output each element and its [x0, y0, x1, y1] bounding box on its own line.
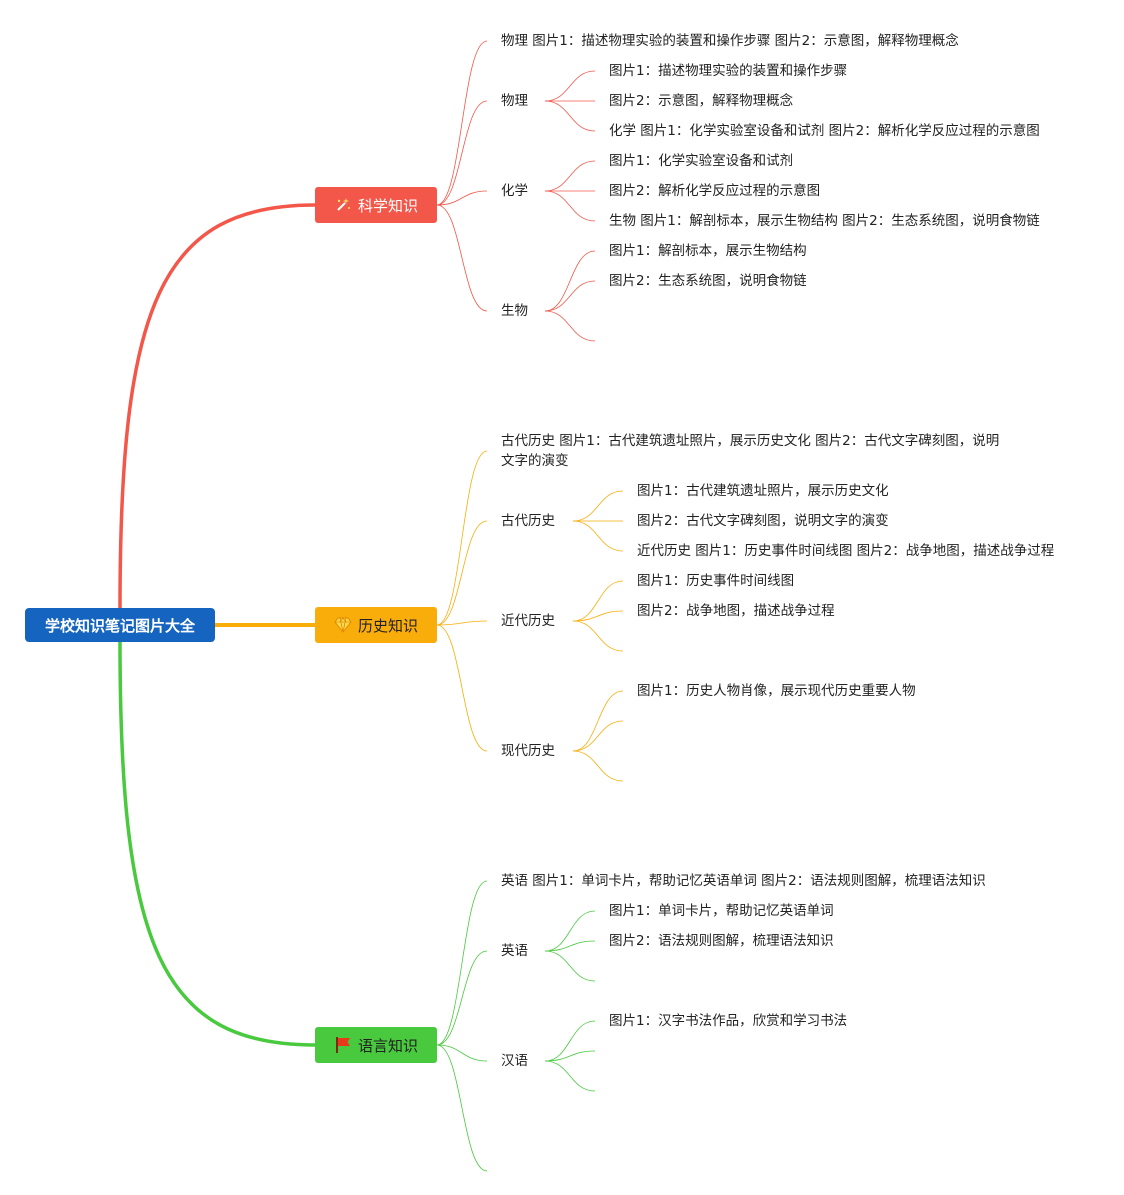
english-edge-0: [544, 910, 596, 952]
root-to-science-line: [118, 203, 316, 609]
category-science-label: 科学知识: [357, 196, 418, 215]
leaf-ancient-2[interactable]: 图片2：古代文字碑刻图，说明文字的演变: [637, 513, 889, 529]
leaf-ancient-3[interactable]: 近代历史 图片1：历史事件时间线图 图片2：战争地图，描述战争过程: [637, 543, 1055, 559]
leaf-contemporary-1[interactable]: 图片1：历史人物肖像，展示现代历史重要人物: [637, 683, 916, 699]
science-edge-2: [436, 190, 488, 206]
category-history[interactable]: 历史知识: [315, 607, 437, 643]
language-edge-2: [436, 1044, 488, 1062]
contemporary-edge-2: [572, 750, 624, 782]
science-edge-3: [436, 204, 488, 312]
chemistry-edge-2: [544, 190, 596, 222]
leaf-modern-2[interactable]: 图片2：战争地图，描述战争过程: [637, 603, 835, 619]
ancient-edge-2: [572, 520, 624, 552]
leaf-english-1[interactable]: 图片1：单词卡片，帮助记忆英语单词: [609, 903, 834, 919]
red-flag-icon: [334, 1036, 352, 1054]
leaf-chemistry-2[interactable]: 图片2：解析化学反应过程的示意图: [609, 183, 821, 199]
topic-contemporary-history[interactable]: 现代历史: [501, 743, 555, 759]
modern-edge-2: [572, 620, 624, 652]
contemporary-edge-0: [572, 690, 624, 752]
gem-icon: [334, 616, 352, 634]
leaf-physics-1[interactable]: 图片1：描述物理实验的装置和操作步骤: [609, 63, 848, 79]
english-edge-1: [544, 940, 596, 952]
biology-edge-0: [544, 250, 596, 312]
chemistry-edge-0: [544, 160, 596, 192]
history-edge-0: [436, 450, 488, 626]
topic-biology[interactable]: 生物: [501, 303, 528, 319]
language-summary[interactable]: 英语 图片1：单词卡片，帮助记忆英语单词 图片2：语法规则图解，梳理语法知识: [501, 873, 986, 889]
topic-physics[interactable]: 物理: [501, 93, 528, 109]
leaf-chinese-1[interactable]: 图片1：汉字书法作品，欣赏和学习书法: [609, 1013, 848, 1029]
modern-edge-1: [572, 610, 624, 622]
magic-wand-icon: [334, 196, 352, 214]
biology-edge-2: [544, 310, 596, 342]
category-language-label: 语言知识: [357, 1036, 418, 1055]
category-history-label: 历史知识: [357, 616, 418, 635]
history-edge-1: [436, 520, 488, 626]
topic-ancient-history[interactable]: 古代历史: [501, 513, 555, 529]
language-edge-3: [436, 1044, 488, 1172]
language-edge-1: [436, 950, 488, 1046]
leaf-biology-2[interactable]: 图片2：生态系统图，说明食物链: [609, 273, 807, 289]
history-edge-2: [436, 620, 488, 626]
science-edge-1: [436, 100, 488, 206]
root-label: 学校知识笔记图片大全: [44, 616, 195, 635]
ancient-edge-0: [572, 490, 624, 522]
topic-chinese[interactable]: 汉语: [501, 1053, 528, 1069]
biology-edge-1: [544, 280, 596, 312]
chinese-edge-0: [544, 1020, 596, 1062]
leaf-physics-3[interactable]: 化学 图片1：化学实验室设备和试剂 图片2：解析化学反应过程的示意图: [609, 123, 1040, 139]
chinese-edge-1: [544, 1050, 596, 1062]
leaf-ancient-1[interactable]: 图片1：古代建筑遗址照片，展示历史文化: [637, 483, 889, 499]
physics-edge-0: [544, 70, 596, 102]
history-summary[interactable]: 古代历史 图片1：古代建筑遗址照片，展示历史文化 图片2：古代文字碑刻图，说明文…: [501, 433, 1000, 469]
english-edge-2: [544, 950, 596, 982]
leaf-english-2[interactable]: 图片2：语法规则图解，梳理语法知识: [609, 933, 834, 949]
chinese-edge-2: [544, 1060, 596, 1092]
leaf-chemistry-1[interactable]: 图片1：化学实验室设备和试剂: [609, 153, 794, 169]
contemporary-edge-1: [572, 720, 624, 752]
leaf-modern-1[interactable]: 图片1：历史事件时间线图: [637, 573, 795, 589]
leaf-physics-2[interactable]: 图片2：示意图，解释物理概念: [609, 93, 794, 109]
physics-edge-2: [544, 100, 596, 132]
leaf-biology-1[interactable]: 图片1：解剖标本，展示生物结构: [609, 243, 807, 259]
history-edge-3: [436, 624, 488, 752]
science-edge-0: [436, 40, 488, 206]
root-node[interactable]: 学校知识笔记图片大全: [25, 608, 215, 642]
topic-chemistry[interactable]: 化学: [501, 183, 528, 199]
category-science[interactable]: 科学知识: [315, 187, 437, 223]
modern-edge-0: [572, 580, 624, 622]
category-language[interactable]: 语言知识: [315, 1027, 437, 1063]
science-summary[interactable]: 物理 图片1：描述物理实验的装置和操作步骤 图片2：示意图，解释物理概念: [501, 33, 959, 49]
topic-english[interactable]: 英语: [501, 943, 528, 959]
topic-modern-history[interactable]: 近代历史: [501, 613, 555, 629]
leaf-chemistry-3[interactable]: 生物 图片1：解剖标本，展示生物结构 图片2：生态系统图，说明食物链: [609, 213, 1040, 229]
root-to-language-line: [118, 641, 316, 1047]
language-edge-0: [436, 880, 488, 1046]
